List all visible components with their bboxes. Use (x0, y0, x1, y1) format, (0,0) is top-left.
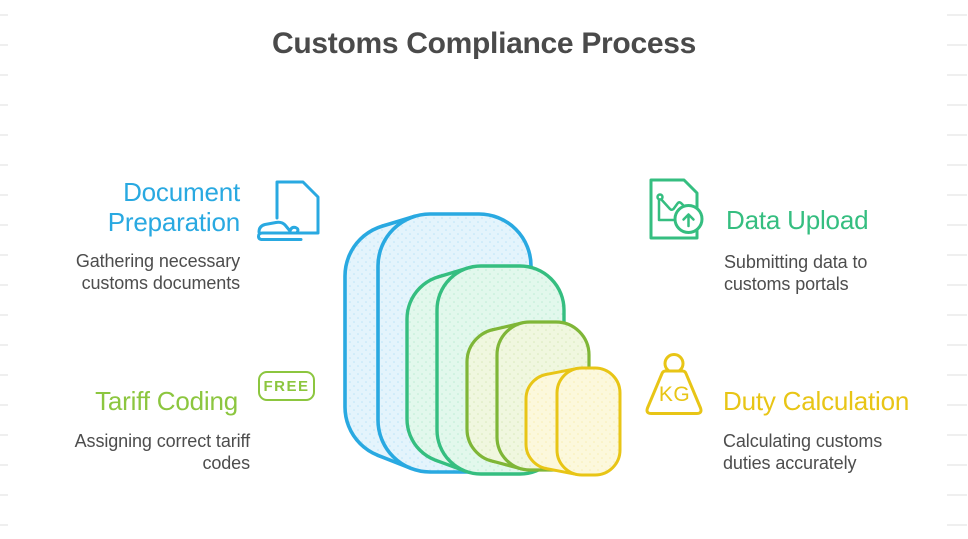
stack-layer-blue (343, 212, 533, 474)
free-badge-icon: FREE (258, 371, 315, 401)
step-desc-document-preparation: Gathering necessary customs documents (75, 251, 240, 293)
upload-arrow (682, 213, 695, 228)
step-title-tariff-coding: Tariff Coding (95, 386, 238, 416)
step-desc-data-upload: Submitting data to customs portals (724, 252, 868, 294)
chart-axis (657, 195, 675, 222)
stack-layer-green (405, 264, 566, 476)
stack-layer-yellow (524, 366, 622, 477)
page-title: Customs Compliance Process (271, 27, 696, 60)
document-shape (275, 180, 320, 235)
free-badge-label: FREE (263, 377, 310, 395)
step-desc-duty-calculation: Calculating customs duties accurately (723, 431, 883, 473)
step-title-document-preparation: Document Preparation (107, 177, 240, 237)
step-desc-tariff-coding: Assigning correct tariff codes (74, 431, 250, 473)
stack-layer-lime (465, 320, 591, 472)
ruled-lines-left (0, 0, 8, 539)
hand-top (257, 220, 300, 234)
step-title-data-upload: Data Upload (726, 205, 869, 235)
weight-label: KG (659, 383, 690, 406)
document-shape (649, 178, 699, 240)
chart-upload-icon (649, 178, 704, 240)
ruled-lines-right (947, 0, 967, 539)
hand-bar (257, 231, 303, 241)
weight-body (645, 369, 703, 415)
kg-weight-icon: KG (645, 353, 703, 415)
chart-line (658, 196, 686, 211)
step-title-duty-calculation: Duty Calculation (723, 386, 910, 416)
document-hand-icon (257, 180, 320, 241)
chart-point (656, 193, 664, 201)
